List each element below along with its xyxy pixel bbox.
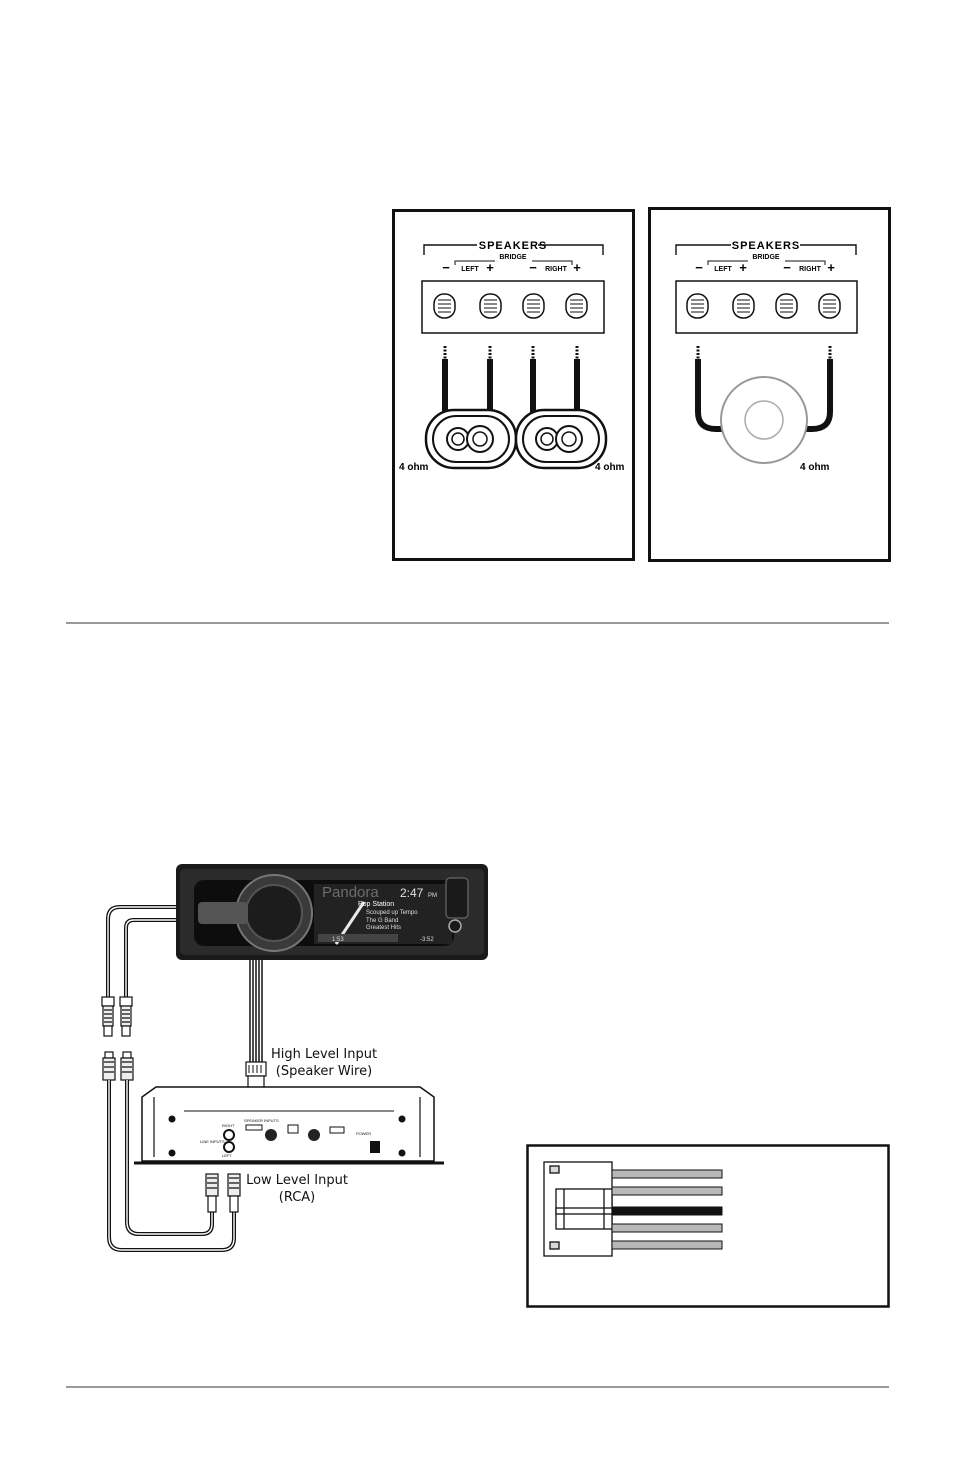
high-level-input-label: High Level Input (Speaker Wire) (268, 1046, 380, 1080)
speaker-panel-stereo: SPEAKERS BRIDGE − LEFT + − RIGHT + (392, 209, 635, 561)
bridged-wiring-diagram: SPEAKERS BRIDGE − LEFT + − RIGHT + 4 ohm (648, 207, 891, 562)
right-minus: − (529, 260, 537, 275)
amp-right: RIGHT (222, 1123, 235, 1128)
left-minus: − (442, 260, 450, 275)
low-level-line2: (RCA) (244, 1189, 350, 1206)
head-unit: Pandora 2:47 PM Pop Station Scouped up T… (176, 864, 488, 960)
right-plus: + (573, 260, 581, 275)
right-plus: + (827, 260, 835, 275)
high-level-line1: High Level Input (268, 1046, 380, 1063)
harness-connector-panel (526, 1144, 890, 1308)
rca-plugs-amp (206, 1174, 240, 1212)
rca-plugs-upper (102, 997, 132, 1036)
rca-plugs-lower (103, 1052, 133, 1080)
impedance-right: 4 ohm (595, 462, 625, 473)
left-plus: + (739, 260, 747, 275)
hu-station: Pop Station (358, 901, 394, 908)
amplifier: RIGHT LINE INPUTS LEFT SPEAKER INPUTS PO… (134, 1085, 444, 1169)
speakers-heading: SPEAKERS (479, 240, 548, 252)
hu-time: 2:47 (400, 886, 424, 900)
speakers-heading: SPEAKERS (732, 240, 801, 252)
hu-album: Greatest Hits (366, 925, 401, 931)
speaker-panel-bridged: SPEAKERS BRIDGE − LEFT + − RIGHT + 4 ohm (648, 207, 891, 562)
left-minus: − (695, 260, 703, 275)
hu-artist: The G Band (366, 918, 398, 924)
right-speaker-icon (516, 410, 606, 468)
impedance-left: 4 ohm (399, 462, 429, 473)
divider-top (66, 622, 889, 624)
divider-bottom (66, 1386, 889, 1388)
bridge-label: BRIDGE (752, 254, 780, 261)
harness-plug-icon (544, 1162, 612, 1256)
left-label: LEFT (714, 266, 732, 273)
left-label: LEFT (461, 266, 479, 273)
hu-remaining: -3:52 (420, 937, 434, 943)
low-level-line1: Low Level Input (244, 1172, 350, 1189)
stereo-wiring-diagram: SPEAKERS BRIDGE − LEFT + − RIGHT + (392, 209, 635, 561)
right-label: RIGHT (799, 266, 822, 273)
amp-left: LEFT (222, 1153, 232, 1158)
hu-elapsed: 1:53 (332, 937, 344, 943)
high-level-line2: (Speaker Wire) (268, 1063, 380, 1080)
hu-track: Scouped up Tempo (366, 910, 418, 916)
amp-line-inputs: LINE INPUTS (200, 1139, 225, 1144)
low-level-input-label: Low Level Input (RCA) (244, 1172, 350, 1206)
right-minus: − (783, 260, 791, 275)
hu-ampm: PM (428, 893, 437, 899)
left-plus: + (486, 260, 494, 275)
left-speaker-icon (426, 410, 516, 468)
right-label: RIGHT (545, 266, 568, 273)
bridge-label: BRIDGE (499, 254, 527, 261)
subwoofer-icon (721, 377, 807, 463)
hu-source: Pandora (322, 884, 379, 901)
amp-power: POWER (356, 1131, 371, 1136)
impedance-label: 4 ohm (800, 462, 830, 473)
amp-speaker-inputs: SPEAKER INPUTS (244, 1118, 279, 1123)
